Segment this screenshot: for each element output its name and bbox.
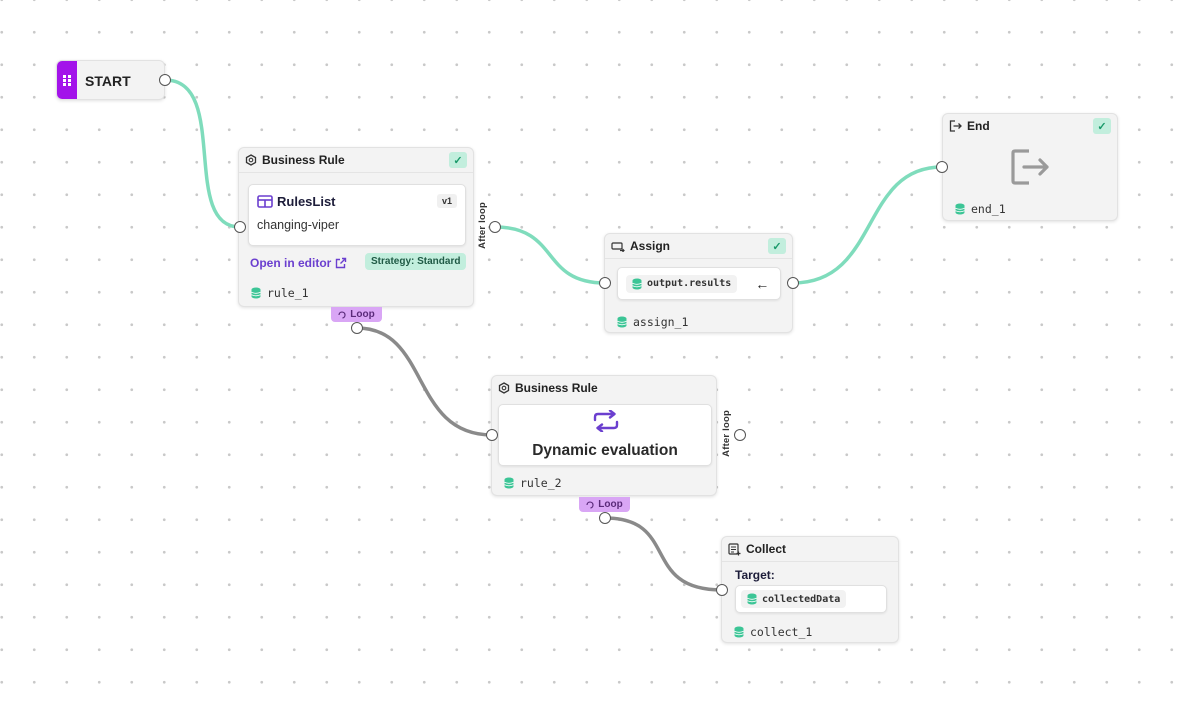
rule1-name: changing-viper xyxy=(257,218,339,232)
assign-var-name: assign_1 xyxy=(633,315,689,329)
hexagon-icon xyxy=(498,382,510,394)
assign-target-chip: output.results xyxy=(626,274,738,293)
rule1-ruleslist-card[interactable]: RulesList v1 changing-viper xyxy=(248,184,466,246)
collect-target-chip: collectedData xyxy=(741,590,847,608)
external-link-icon xyxy=(336,257,347,269)
assign-target-card[interactable]: output.results ← xyxy=(617,267,781,300)
collect-target-card[interactable]: collectedData xyxy=(735,585,887,613)
start-accent-bar xyxy=(57,61,77,99)
start-label: START xyxy=(85,73,131,89)
business-rule-node-2[interactable]: Business Rule Dynamic evaluation rule_2 xyxy=(491,375,717,496)
end-check-icon: ✓ xyxy=(1093,118,1111,134)
assign-header: Assign ✓ xyxy=(605,234,792,259)
database-icon xyxy=(734,626,744,638)
loop-icon xyxy=(586,501,594,509)
end-var-row: end_1 xyxy=(955,202,1006,216)
repeat-icon xyxy=(593,410,619,432)
rule1-header: Business Rule ✓ xyxy=(239,148,473,173)
rule1-loop-handle[interactable] xyxy=(351,322,363,334)
end-input-handle[interactable] xyxy=(936,161,948,173)
business-rule-node-1[interactable]: Business Rule ✓ RulesList v1 changing-vi… xyxy=(238,147,474,307)
edge-start-to-rule1 xyxy=(164,78,241,229)
assign-icon xyxy=(611,241,625,252)
collect-node[interactable]: Collect Target: collectedData collect_1 xyxy=(721,536,899,643)
rule2-header: Business Rule xyxy=(492,376,716,400)
assign-arrow-icon: ← xyxy=(755,275,770,292)
assign-output-handle[interactable] xyxy=(787,277,799,289)
collect-var-row: collect_1 xyxy=(734,625,812,639)
database-icon xyxy=(617,316,627,328)
end-node[interactable]: End ✓ end_1 xyxy=(942,113,1118,221)
rule1-var-name: rule_1 xyxy=(267,286,309,300)
rule2-var-name: rule_2 xyxy=(520,476,562,490)
database-icon xyxy=(251,287,261,299)
rule1-version-badge: v1 xyxy=(436,194,457,208)
rule2-var-row: rule_2 xyxy=(504,476,562,490)
assign-title: Assign xyxy=(630,239,671,253)
edge-rule1-loop-to-rule2 xyxy=(356,326,493,437)
rule2-card-title: Dynamic evaluation xyxy=(532,442,678,459)
edge-rule2-loop-to-collect xyxy=(604,516,723,592)
rule2-dynamic-card[interactable]: Dynamic evaluation xyxy=(498,404,712,466)
strategy-badge: Strategy: Standard xyxy=(365,253,467,270)
rule2-title: Business Rule xyxy=(515,381,598,395)
edge-rule1-to-assign xyxy=(494,225,606,285)
start-output-handle[interactable] xyxy=(159,74,171,86)
rule1-input-handle[interactable] xyxy=(234,221,246,233)
collect-icon xyxy=(728,542,741,555)
grid-icon xyxy=(63,75,71,86)
rule1-after-loop-handle[interactable] xyxy=(489,221,501,233)
collect-target-label: Target: xyxy=(735,568,775,582)
rule2-input-handle[interactable] xyxy=(486,429,498,441)
end-header: End ✓ xyxy=(943,114,1117,138)
rule1-after-loop-label: After loop xyxy=(477,202,488,249)
assign-node[interactable]: Assign ✓ output.results ← assign_1 xyxy=(604,233,793,333)
edge-assign-to-end xyxy=(792,165,943,285)
collect-input-handle[interactable] xyxy=(716,584,728,596)
assign-input-handle[interactable] xyxy=(599,277,611,289)
database-icon xyxy=(955,203,965,215)
rule1-title: Business Rule xyxy=(262,153,345,167)
end-large-exit-icon xyxy=(1011,149,1049,185)
rule1-loop-tag: Loop xyxy=(331,307,382,322)
rule2-loop-tag: Loop xyxy=(579,497,630,512)
loop-icon xyxy=(338,311,346,319)
rule1-check-icon: ✓ xyxy=(449,152,467,168)
collect-title: Collect xyxy=(746,542,787,556)
assign-var-row: assign_1 xyxy=(617,315,688,329)
collect-var-name: collect_1 xyxy=(750,625,813,639)
rule1-card-title: RulesList xyxy=(277,194,336,209)
table-icon xyxy=(257,195,273,208)
rule2-loop-handle[interactable] xyxy=(599,512,611,524)
open-in-editor-link[interactable]: Open in editor xyxy=(250,256,347,270)
collect-header: Collect xyxy=(722,537,898,562)
database-icon xyxy=(504,477,514,489)
rule2-after-loop-label: After loop xyxy=(721,410,732,457)
rule1-var-row: rule_1 xyxy=(251,286,309,300)
hexagon-icon xyxy=(245,154,257,166)
database-icon xyxy=(747,593,757,605)
database-icon xyxy=(632,278,642,289)
exit-icon xyxy=(949,120,962,132)
start-node[interactable]: START xyxy=(56,60,165,100)
end-var-name: end_1 xyxy=(971,202,1006,216)
rule2-after-loop-handle[interactable] xyxy=(734,429,746,441)
assign-check-icon: ✓ xyxy=(768,238,786,254)
end-title: End xyxy=(967,119,990,133)
